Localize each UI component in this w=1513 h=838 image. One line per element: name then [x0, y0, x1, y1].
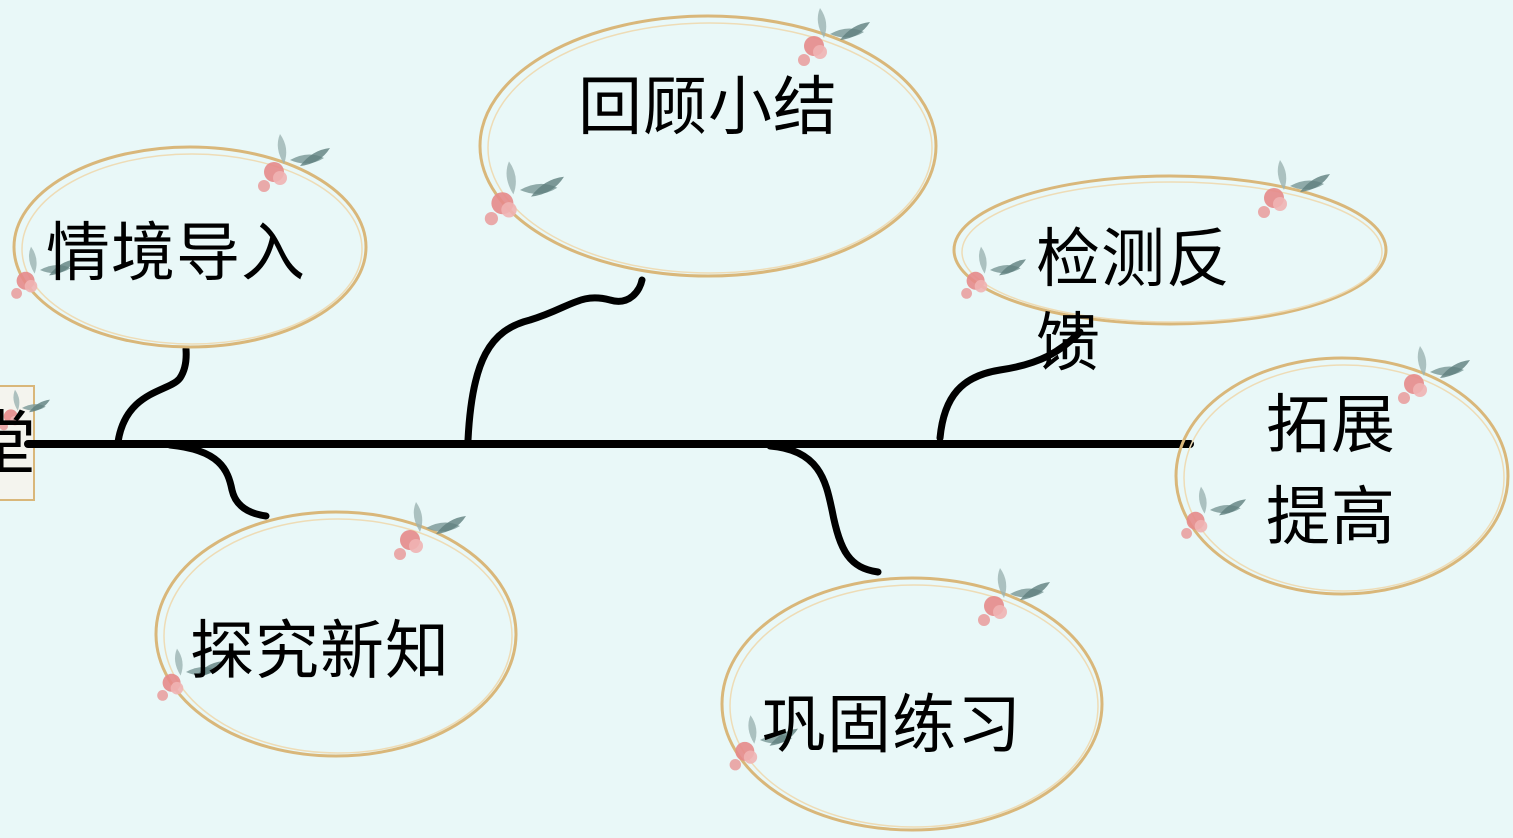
left-partial-label: 堂 — [0, 403, 37, 485]
branch-explore — [166, 441, 270, 520]
oval-extend — [1174, 346, 1510, 596]
oval-feedback — [952, 160, 1388, 326]
node-label-extend: 拓展提高 — [1266, 389, 1396, 555]
node-label-feedback: 检测反馈 — [1036, 223, 1231, 381]
node-label-intro: 情境导入 — [46, 217, 306, 291]
branch-feedback — [936, 328, 1084, 442]
node-label-practice: 巩固练习 — [762, 689, 1022, 763]
oval-explore — [154, 502, 518, 758]
branch-intro — [114, 345, 190, 446]
branch-practice — [766, 442, 882, 576]
branch-review — [464, 276, 646, 444]
oval-intro — [11, 134, 368, 349]
oval-review — [478, 8, 938, 278]
node-label-explore: 探究新知 — [190, 615, 450, 689]
oval-practice — [720, 568, 1104, 832]
node-label-review: 回顾小结 — [578, 71, 838, 145]
